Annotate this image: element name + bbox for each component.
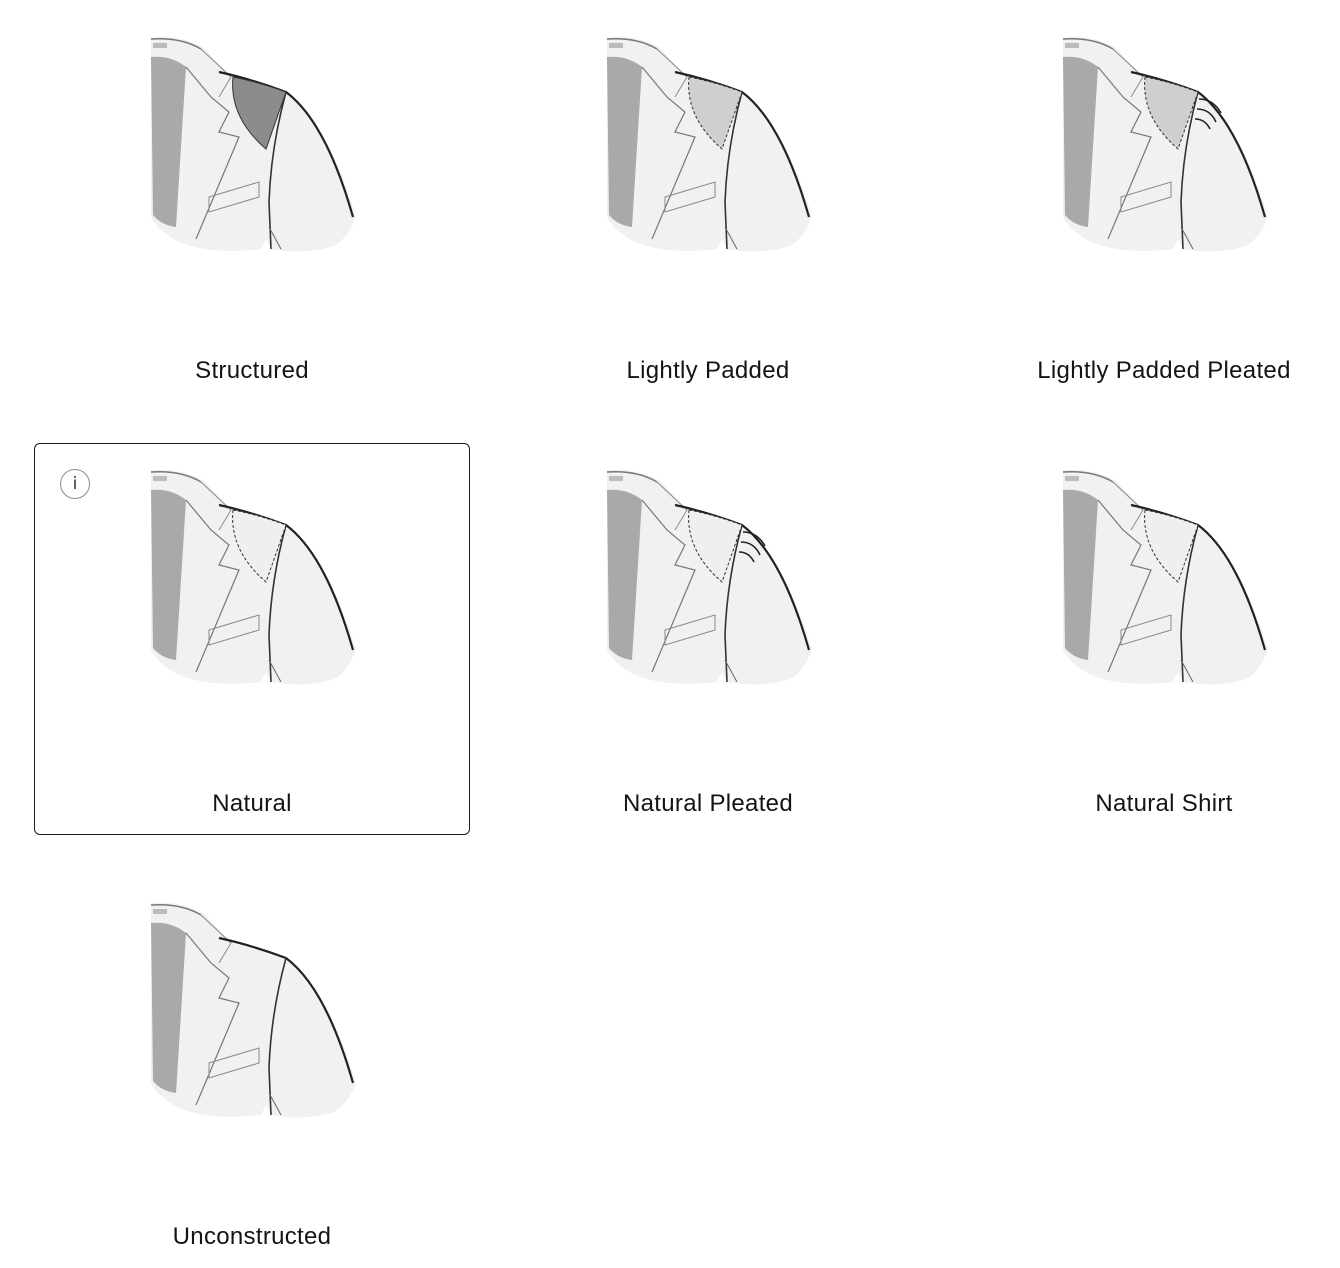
jacket-shoulder-illustration — [149, 901, 358, 1119]
option-label: Structured — [195, 357, 309, 384]
shoulder-option-unconstructed[interactable]: Unconstructed — [34, 876, 470, 1268]
option-label: Natural Shirt — [1095, 790, 1233, 817]
jacket-shoulder-illustration — [149, 468, 358, 686]
shoulder-option-lightly-padded[interactable]: Lightly Padded — [490, 10, 926, 402]
jacket-shoulder-illustration — [1061, 468, 1270, 686]
shoulder-option-structured[interactable]: Structured — [34, 10, 470, 402]
shoulder-option-lightly-padded-pleated[interactable]: Lightly Padded Pleated — [946, 10, 1340, 402]
shoulder-option-natural[interactable]: i Natural — [34, 443, 470, 835]
option-label: Lightly Padded — [626, 357, 790, 384]
info-icon[interactable]: i — [60, 469, 90, 499]
jacket-shoulder-illustration — [605, 468, 814, 686]
shoulder-option-natural-shirt[interactable]: Natural Shirt — [946, 443, 1340, 835]
jacket-shoulder-illustration — [1061, 35, 1270, 253]
option-label: Unconstructed — [172, 1223, 332, 1250]
jacket-shoulder-illustration — [149, 35, 358, 253]
jacket-shoulder-illustration — [605, 35, 814, 253]
option-label: Lightly Padded Pleated — [1037, 357, 1291, 384]
shoulder-option-natural-pleated[interactable]: Natural Pleated — [490, 443, 926, 835]
option-label: Natural Pleated — [623, 790, 793, 817]
option-label: Natural — [212, 790, 292, 817]
